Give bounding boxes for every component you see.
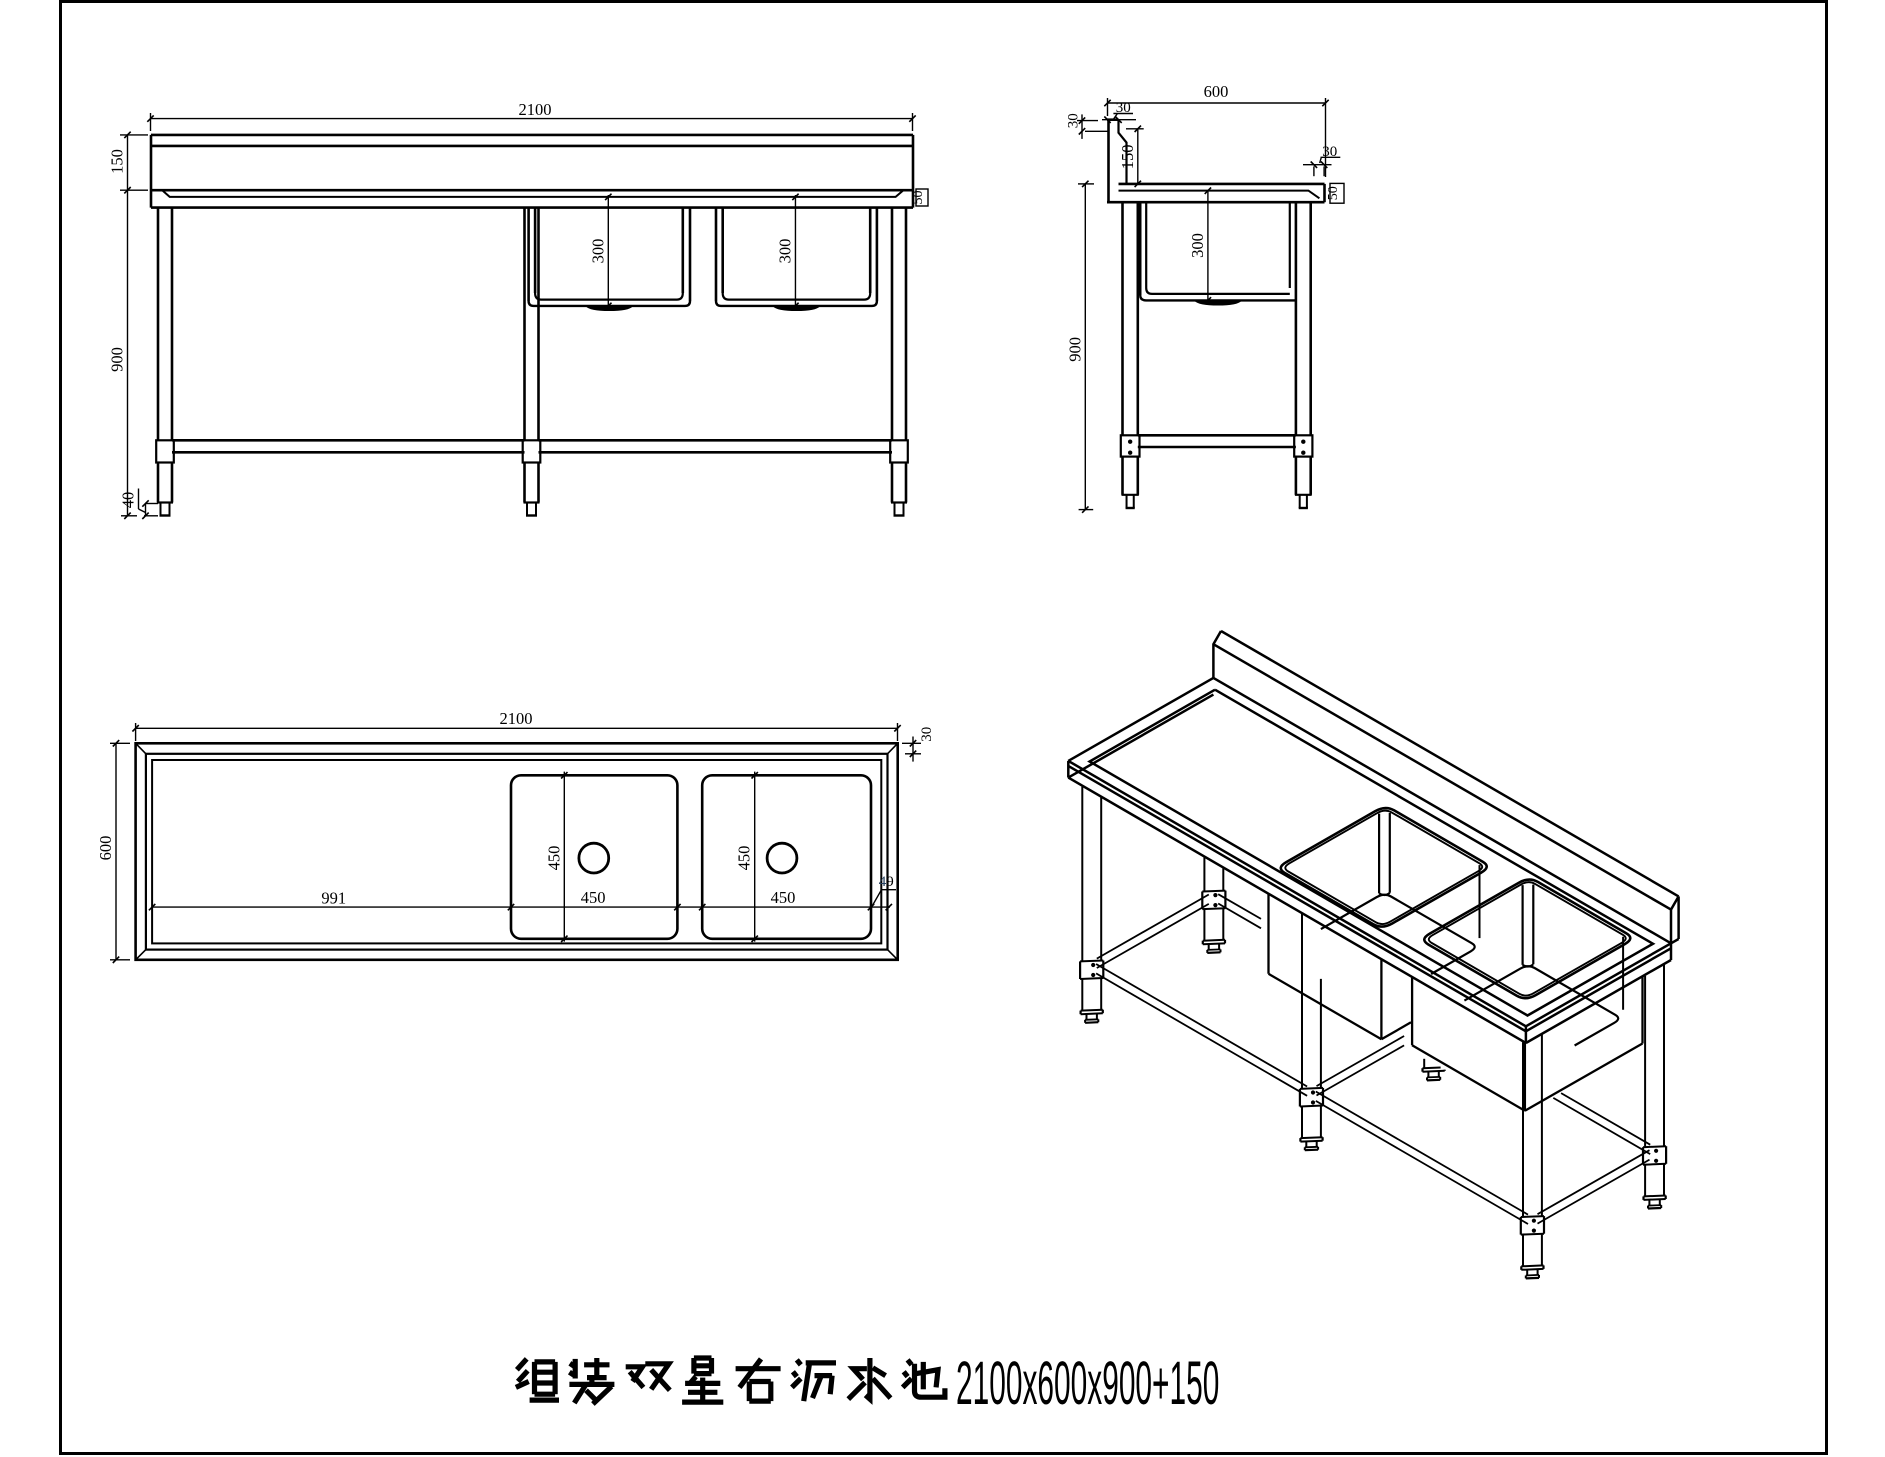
svg-text:600: 600 xyxy=(1204,82,1229,101)
svg-text:4: 4 xyxy=(879,874,887,890)
svg-text:2100: 2100 xyxy=(519,100,552,119)
svg-text:450: 450 xyxy=(544,846,563,871)
svg-text:450: 450 xyxy=(735,846,754,871)
svg-text:40: 40 xyxy=(119,492,138,509)
svg-text:900: 900 xyxy=(1065,337,1084,362)
svg-text:30: 30 xyxy=(1065,113,1081,128)
svg-text:50: 50 xyxy=(1326,186,1341,200)
svg-text:450: 450 xyxy=(771,888,796,907)
svg-text:600: 600 xyxy=(96,836,115,861)
svg-text:30: 30 xyxy=(919,727,935,742)
svg-text:991: 991 xyxy=(321,888,346,907)
svg-text:150: 150 xyxy=(1118,145,1137,170)
svg-text:50: 50 xyxy=(911,191,926,205)
svg-text:2100: 2100 xyxy=(500,709,533,728)
svg-text:9: 9 xyxy=(886,874,894,890)
svg-text:30: 30 xyxy=(1116,100,1131,116)
svg-text:900: 900 xyxy=(108,347,127,372)
svg-text:2100x600x900+150: 2100x600x900+150 xyxy=(956,1351,1219,1418)
svg-text:450: 450 xyxy=(581,888,606,907)
svg-text:300: 300 xyxy=(1188,233,1207,258)
svg-text:300: 300 xyxy=(588,239,607,264)
svg-text:300: 300 xyxy=(775,239,794,264)
svg-text:150: 150 xyxy=(108,149,127,174)
svg-text:30: 30 xyxy=(1322,144,1337,160)
